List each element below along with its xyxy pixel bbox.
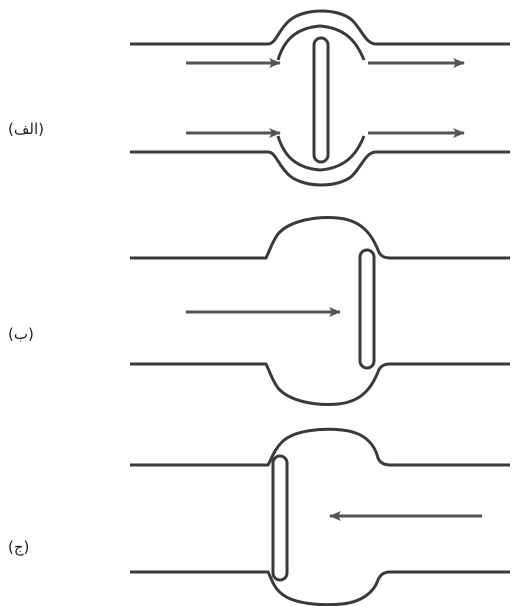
panel-b-valve-leaflet — [358, 248, 376, 370]
panel-b-diagram — [130, 216, 510, 406]
panel-a-bottom-wall-inner — [276, 135, 366, 172]
panel-a-label: (الف) — [8, 120, 44, 138]
panel-c-valve-leaflet — [271, 454, 289, 582]
panel-b-top-wall — [130, 216, 510, 260]
panel-b-label: (ب) — [8, 325, 34, 343]
panel-b-bottom-wall — [130, 362, 510, 406]
panel-a-bottom-wall-outer — [130, 150, 510, 187]
panel-a-valve-leaflet — [312, 36, 330, 164]
panel-a-diagram — [130, 9, 510, 187]
panel-c-bottom-wall — [130, 570, 510, 606]
panel-a-top-wall-outer — [130, 9, 510, 46]
panel-c-top-wall — [130, 427, 510, 467]
panel-c-diagram — [130, 427, 510, 606]
panel-a-top-wall-inner — [276, 24, 366, 61]
panel-c-label: (ج) — [8, 538, 30, 556]
